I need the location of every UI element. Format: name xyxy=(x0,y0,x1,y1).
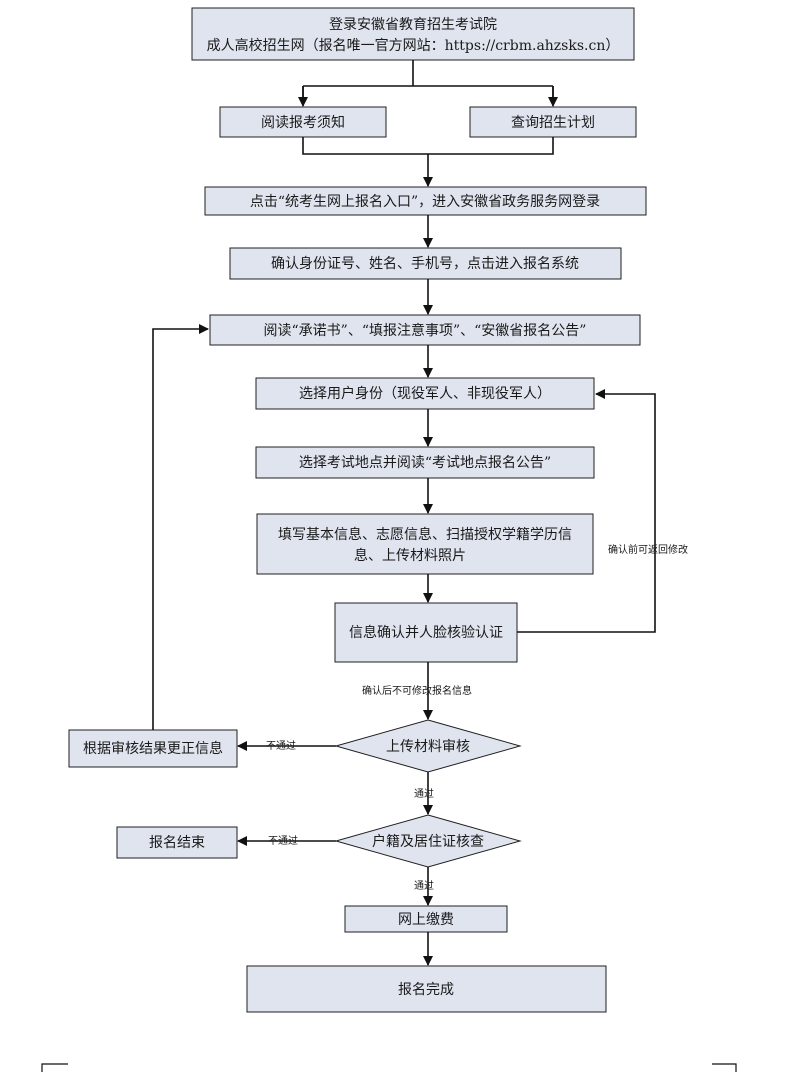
edge-pass-1-label: 通过 xyxy=(414,787,434,800)
edge-merge xyxy=(302,137,554,186)
node-complete: 报名完成 xyxy=(246,965,607,1013)
edge-correct-loop xyxy=(152,324,209,730)
node-confirm-face-label: 信息确认并人脸核验认证 xyxy=(349,624,503,641)
edge-pass-2-label: 通过 xyxy=(414,879,434,892)
node-complete-label: 报名完成 xyxy=(398,982,454,998)
node-read-notice-label: 阅读报考须知 xyxy=(261,114,345,131)
node-select-location-label: 选择考试地点并阅读“考试地点报名公告” xyxy=(299,454,551,471)
node-select-identity-label: 选择用户身份（现役军人、非现役军人） xyxy=(299,385,551,402)
node-fill-info-line2: 息、上传材料照片 xyxy=(354,547,466,564)
edge-login-split xyxy=(302,60,554,104)
node-query-plan: 查询招生计划 xyxy=(469,106,637,138)
node-end-registration-label: 报名结束 xyxy=(149,835,205,851)
node-online-payment: 网上缴费 xyxy=(344,905,508,933)
node-fill-info: 填写基本信息、志愿信息、扫描授权学籍学历信 息、上传材料照片 xyxy=(256,513,594,575)
node-confirm-id: 确认身份证号、姓名、手机号，点击进入报名系统 xyxy=(229,247,622,280)
edge-no-modify-label: 确认后不可修改报名信息 xyxy=(362,684,472,697)
decision-material-review: 上传材料审核 xyxy=(334,719,522,773)
decision-household-check: 户籍及居住证核查 xyxy=(334,814,522,868)
corner-mark-right xyxy=(712,1063,737,1072)
node-login: 登录安徽省教育招生考试院 成人高校招生网（报名唯一官方网站：https://cr… xyxy=(191,7,635,61)
node-read-docs-label: 阅读“承诺书”、“填报注意事项”、“安徽省报名公告” xyxy=(264,322,587,339)
node-confirm-id-label: 确认身份证号、姓名、手机号，点击进入报名系统 xyxy=(271,256,579,272)
decision-material-review-label: 上传材料审核 xyxy=(386,739,470,755)
node-login-line1: 登录安徽省教育招生考试院 xyxy=(329,17,497,33)
node-end-registration: 报名结束 xyxy=(116,826,238,859)
node-online-payment-label: 网上缴费 xyxy=(398,912,454,928)
node-correct-info: 根据审核结果更正信息 xyxy=(68,729,238,768)
edge-fail-2-label: 不通过 xyxy=(268,834,298,847)
edge-return-modify-label: 确认前可返回修改 xyxy=(608,543,688,556)
node-read-docs: 阅读“承诺书”、“填报注意事项”、“安徽省报名公告” xyxy=(209,314,641,346)
node-click-entry-label: 点击“统考生网上报名入口”，进入安徽省政务服务网登录 xyxy=(250,194,600,210)
node-query-plan-label: 查询招生计划 xyxy=(511,115,595,131)
node-click-entry: 点击“统考生网上报名入口”，进入安徽省政务服务网登录 xyxy=(204,186,647,216)
node-correct-info-label: 根据审核结果更正信息 xyxy=(83,740,223,757)
corner-mark-left xyxy=(41,1063,68,1072)
node-confirm-face: 信息确认并人脸核验认证 xyxy=(334,602,518,663)
node-login-line2: 成人高校招生网（报名唯一官方网站：https://crbm.ahzsks.cn） xyxy=(207,37,620,54)
decision-household-check-label: 户籍及居住证核查 xyxy=(372,833,484,850)
edge-return-modify xyxy=(517,389,656,633)
node-read-notice: 阅读报考须知 xyxy=(219,106,387,138)
edge-fail-1-label: 不通过 xyxy=(266,739,296,752)
node-fill-info-line1: 填写基本信息、志愿信息、扫描授权学籍学历信 xyxy=(278,526,572,543)
node-select-location: 选择考试地点并阅读“考试地点报名公告” xyxy=(255,446,595,479)
node-select-identity: 选择用户身份（现役军人、非现役军人） xyxy=(255,377,595,410)
